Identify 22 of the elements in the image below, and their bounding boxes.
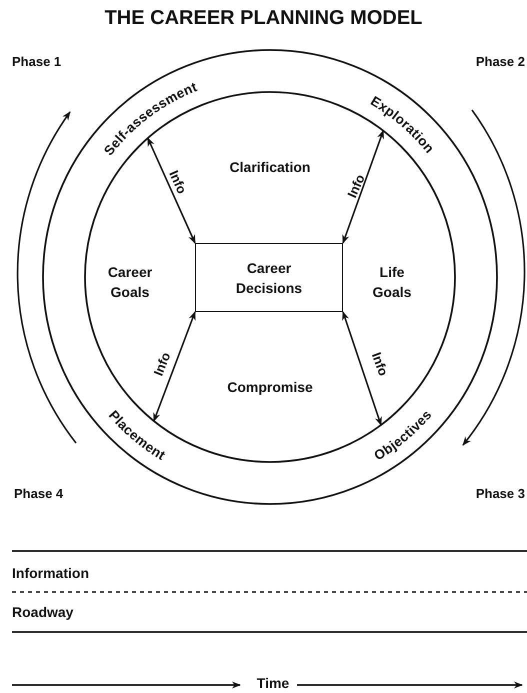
box-text: Career Decisions <box>234 258 304 298</box>
label: Phase 4 <box>14 486 64 501</box>
label: Time <box>256 676 290 691</box>
edge-label: Info <box>150 350 174 378</box>
process-box <box>195 243 343 312</box>
arrow <box>342 311 382 426</box>
label: Clarification <box>228 160 312 175</box>
label: Information <box>12 566 89 581</box>
label: Career Goals <box>106 263 154 302</box>
label: Phase 2 <box>474 54 525 69</box>
label: Compromise <box>226 380 314 395</box>
label: Phase 1 <box>12 54 62 69</box>
edge-label: Info <box>166 168 190 196</box>
edge-label: Info <box>344 172 368 200</box>
label: Roadway <box>12 605 74 620</box>
arrow <box>153 311 196 422</box>
label: Life Goals <box>372 263 412 302</box>
label: Phase 3 <box>474 486 525 501</box>
arrow <box>342 130 384 244</box>
edge-label: Info <box>368 350 392 378</box>
title: THE CAREER PLANNING MODEL <box>104 6 424 30</box>
arrow <box>147 137 196 244</box>
